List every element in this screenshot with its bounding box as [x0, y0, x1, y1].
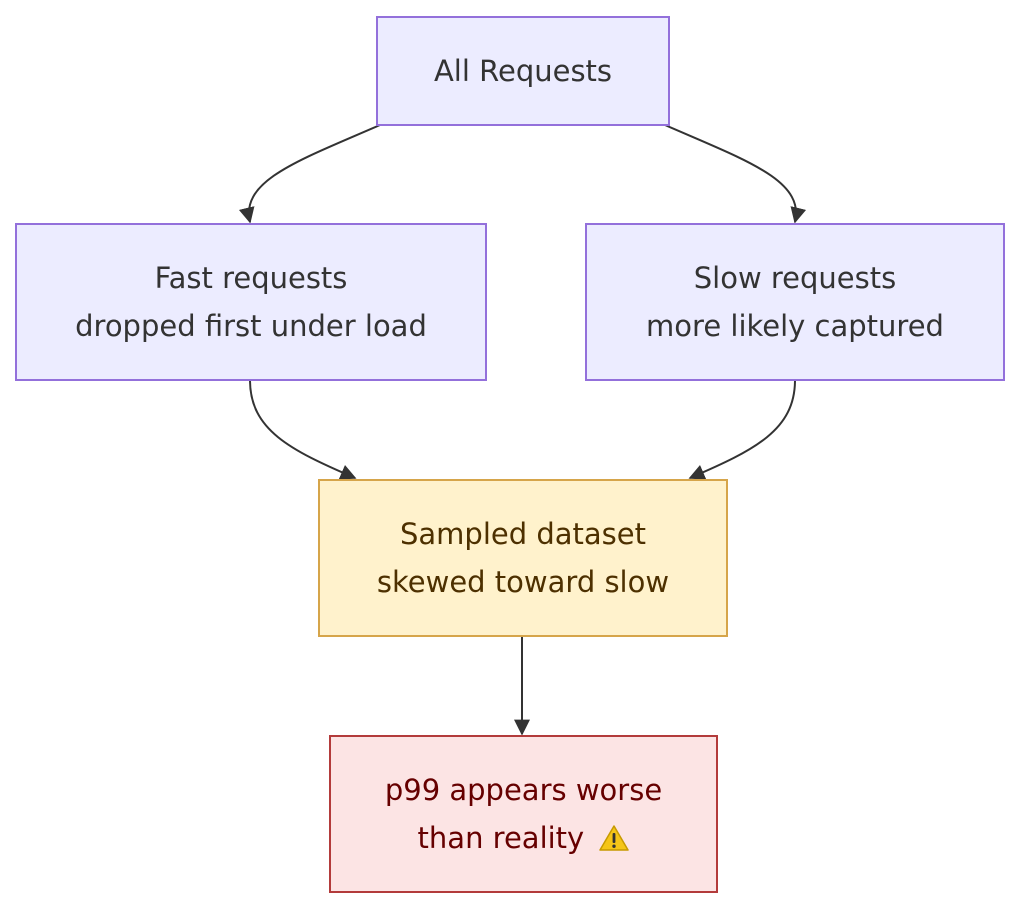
warning-icon — [599, 825, 630, 851]
sampled-dataset-title: Sampled dataset — [399, 517, 646, 551]
p99-result-title: p99 appears worse — [384, 773, 663, 807]
all-requests-label: All Requests — [433, 54, 613, 88]
sampled-dataset-node: Sampled dataset skewed toward slow — [318, 479, 728, 637]
p99-result-detail: than reality — [417, 821, 585, 855]
all-requests-node: All Requests — [376, 16, 670, 126]
p99-result-node: p99 appears worse than reality — [329, 735, 718, 893]
p99-result-detail-row: than reality — [418, 814, 630, 862]
fast-requests-detail: dropped first under load — [75, 309, 427, 343]
edge-fast-to-sampled — [249, 379, 357, 480]
sampled-dataset-detail: skewed toward slow — [376, 565, 670, 599]
slow-requests-detail: more likely captured — [646, 309, 944, 343]
edge-slow-to-sampled — [688, 379, 796, 480]
fast-requests-title: Fast requests — [154, 261, 348, 295]
slow-requests-node: Slow requests more likely captured — [585, 223, 1005, 381]
edge-all-to-fast — [238, 124, 381, 224]
edge-all-to-slow — [664, 124, 807, 224]
fast-requests-node: Fast requests dropped first under load — [15, 223, 487, 381]
slow-requests-title: Slow requests — [693, 261, 897, 295]
